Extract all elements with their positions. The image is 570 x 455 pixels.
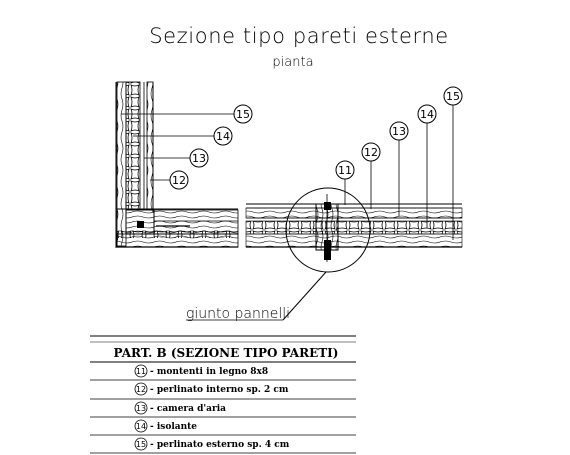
straight-wall-section: [245, 194, 463, 262]
label-15-circle-left: [233, 104, 253, 124]
label-11: 11: [338, 164, 352, 177]
label-12-left: 12: [172, 174, 186, 187]
legend-row-text: - montenti in legno 8x8: [150, 367, 268, 377]
legend-row: 11 - montenti in legno 8x8: [134, 364, 268, 378]
label-13-left: 13: [192, 152, 206, 165]
legend-row-text: - camera d'aria: [150, 404, 226, 414]
right-labels: 11 12 13 14 15: [335, 86, 463, 240]
corner-wall-section: [115, 81, 239, 248]
label-14-left: 14: [216, 130, 230, 143]
legend-row-text: - perlinato esterno sp. 4 cm: [150, 440, 290, 450]
legend-row-number: 15: [136, 440, 146, 449]
legend-row: 14 - isolante: [134, 419, 197, 433]
joint-detail-circle: [285, 187, 371, 273]
legend-row-text: - isolante: [150, 422, 197, 432]
left-labels: 15 14 13 12: [121, 104, 253, 190]
label-12-circle-left: [169, 170, 189, 190]
legend-heading: PART. B (SEZIONE TIPO PARETI): [114, 346, 339, 360]
label-14-circle-left: [213, 126, 233, 146]
label-13-circle-left: [189, 148, 209, 168]
label-13-right: 13: [392, 125, 406, 138]
label-15-right: 15: [446, 90, 460, 103]
legend-row-number: 13: [136, 404, 146, 413]
drawing-title: Sezione tipo pareti esterne: [149, 24, 449, 48]
legend-row: 13 - camera d'aria: [134, 401, 226, 415]
drawing-subtitle: pianta: [272, 55, 313, 70]
label-14-right: 14: [420, 108, 434, 121]
joint-callout-label: giunto pannelli: [186, 306, 290, 322]
legend-row: 15 - perlinato esterno sp. 4 cm: [134, 437, 290, 451]
label-15-left: 15: [236, 108, 250, 121]
label-11-circle: [335, 160, 355, 180]
legend-table: PART. B (SEZIONE TIPO PARETI) 11 - monte…: [90, 335, 356, 454]
label-14-circle-right: [417, 104, 437, 124]
callout-leader: [282, 271, 327, 321]
label-12-right: 12: [364, 146, 378, 159]
legend-row-number: 12: [136, 385, 146, 394]
legend-row-text: - perlinato interno sp. 2 cm: [150, 385, 289, 395]
label-13-circle-right: [389, 121, 409, 141]
label-12-circle-right: [361, 142, 381, 162]
legend-row-number: 14: [136, 422, 146, 431]
legend-row: 12 - perlinato interno sp. 2 cm: [134, 382, 289, 396]
label-15-circle-right: [443, 86, 463, 106]
legend-row-number: 11: [136, 367, 146, 376]
